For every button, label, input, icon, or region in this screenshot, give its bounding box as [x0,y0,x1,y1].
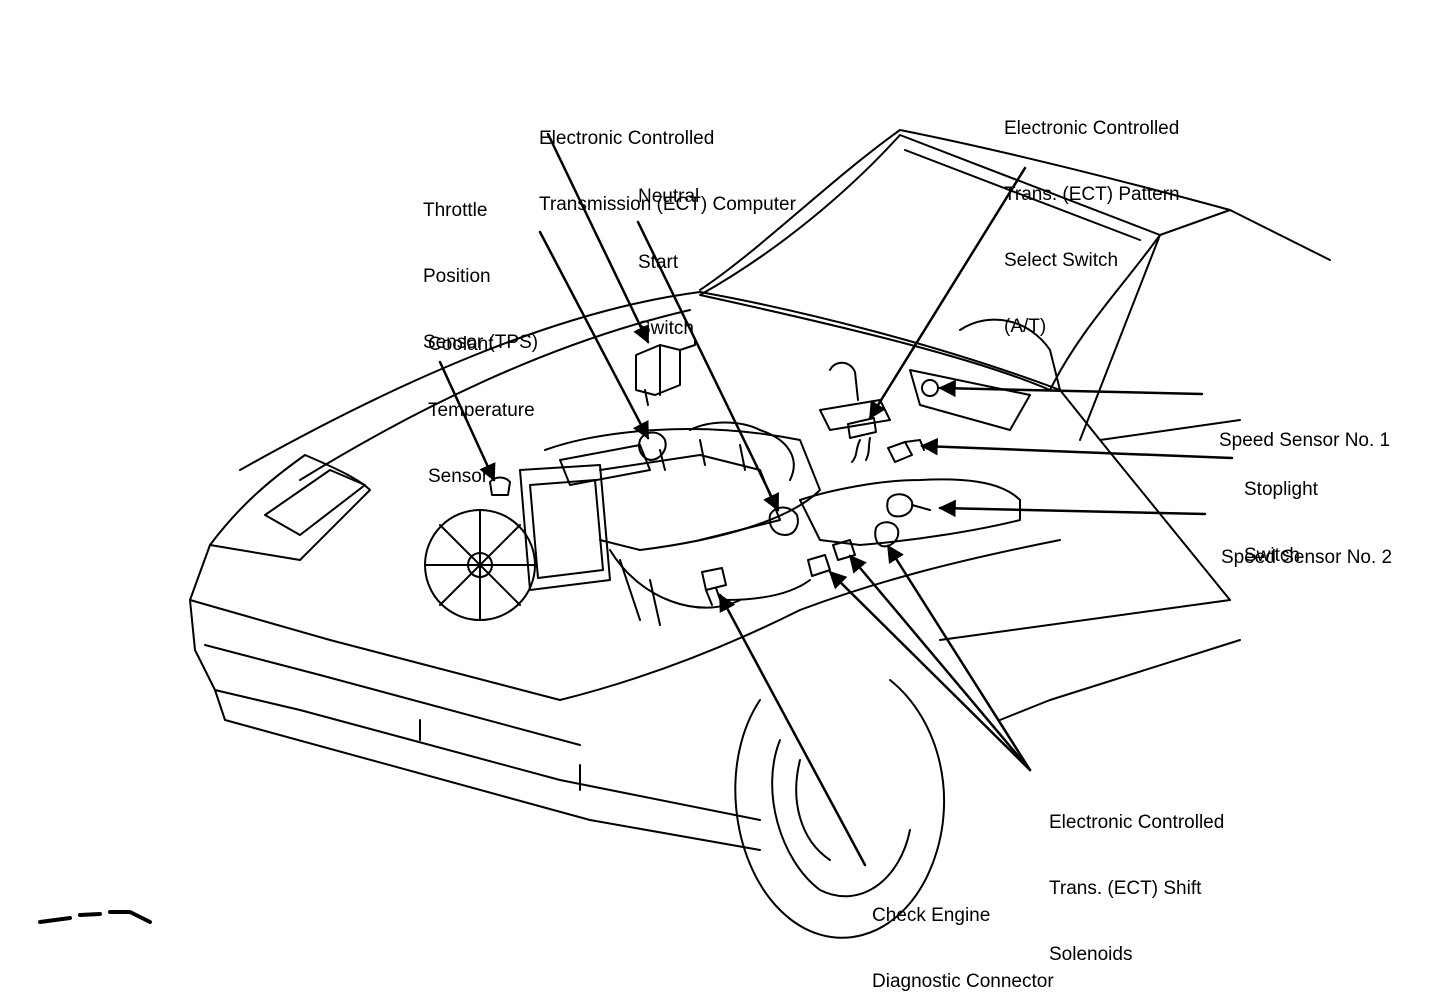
label-check-engine-diagnostic-connector: Check Engine Diagnostic Connector [872,905,1054,992]
leader-lines [438,132,1234,867]
leader-ect-computer [546,132,650,344]
label-coolant-temperature-sensor: Coolant Temperature Sensor [428,334,535,487]
label-throttle-position-sensor: Throttle Position Sensor (TPS) [423,200,539,353]
label-speed-sensor-2: Speed Sensor No. 2 [1221,547,1393,568]
leader-speed-sensor-1 [938,379,1204,398]
label-ect-pattern-select-switch: Electronic Controlled Trans. (ECT) Patte… [1004,118,1180,337]
leader-stoplight [920,437,1234,460]
leader-tps [538,230,650,440]
label-neutral-start-switch: Neutral Start Switch [638,186,700,339]
leader-coolant [438,360,496,482]
leader-check-engine [718,593,867,867]
leader-neutral-start [636,220,780,512]
leader-speed-sensor-2 [938,499,1207,518]
label-ect-shift-solenoids: Electronic Controlled Trans. (ECT) Shift… [1049,812,1225,965]
car-body-outline [189,129,1331,939]
leader-pattern-switch [868,166,1027,420]
label-speed-sensor-1: Speed Sensor No. 1 [1219,430,1391,451]
label-stoplight-switch: Stoplight Switch [1244,479,1318,566]
label-ect-computer: Electronic Controlled Transmission (ECT)… [539,128,796,215]
corner-mark [38,910,152,924]
leader-solenoid-1 [828,570,1032,772]
leader-solenoid-3 [886,544,1032,772]
leader-solenoid-2 [848,554,1032,772]
